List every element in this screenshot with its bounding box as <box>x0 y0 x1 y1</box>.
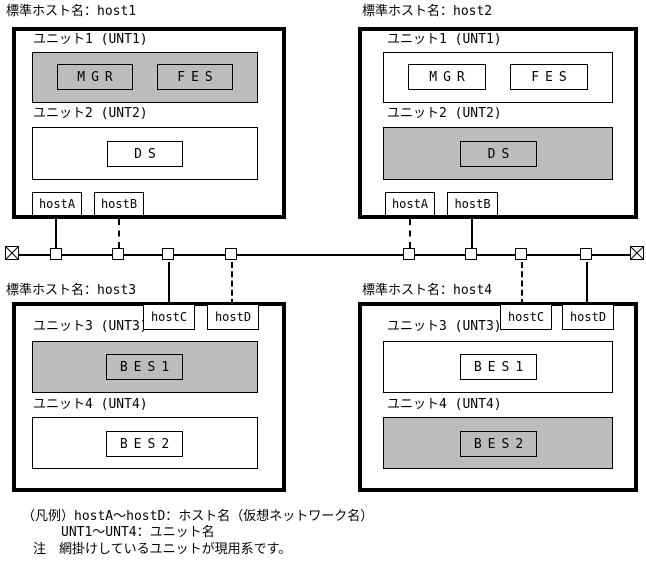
host3-unit4-label: ユニット4 (UNT4) <box>33 397 148 412</box>
network-trunk-line <box>19 254 630 256</box>
host2-title: 標準ホスト名：host2 <box>362 4 493 19</box>
link-host1-hostB-dashed <box>118 219 120 248</box>
host3-server-bes2: BES2 <box>106 431 183 457</box>
network-terminator-left-icon <box>5 246 19 260</box>
network-tap-6 <box>465 248 477 260</box>
legend-note-line: 注 網掛けしているユニットが現用系です。 <box>33 542 292 557</box>
network-tap-1 <box>50 248 62 260</box>
host2-server-mgr: MGR <box>408 64 486 90</box>
host3-port-hostC: hostC <box>143 304 195 330</box>
host3-server-bes1: BES1 <box>106 354 183 380</box>
link-host2-hostB-solid <box>471 219 473 248</box>
host4-port-hostD: hostD <box>562 304 614 330</box>
host2-server-ds: DS <box>460 141 537 167</box>
network-tap-3 <box>162 248 174 260</box>
link-host3-hostC-solid <box>168 262 170 305</box>
link-host1-hostA-solid <box>55 219 57 248</box>
host3-unit3-label: ユニット3 (UNT3) <box>33 319 148 334</box>
host2-unit2-label: ユニット2 (UNT2) <box>387 106 502 121</box>
host3-port-hostD: hostD <box>207 304 259 330</box>
link-host4-hostC-dashed <box>521 262 523 305</box>
host4-port-hostC: hostC <box>500 304 552 330</box>
host4-server-bes2: BES2 <box>460 431 537 457</box>
network-tap-2 <box>112 248 124 260</box>
link-host3-hostD-dashed <box>231 262 233 305</box>
host2-server-fes: FES <box>510 64 588 90</box>
host1-server-ds: DS <box>107 141 183 167</box>
legend-units-line: UNT1～UNT4：ユニット名 <box>61 525 215 540</box>
link-host4-hostD-solid <box>586 262 588 305</box>
network-tap-7 <box>515 248 527 260</box>
link-host2-hostA-dashed <box>409 219 411 248</box>
host1-port-hostB: hostB <box>94 192 144 216</box>
network-terminator-right-icon <box>630 246 644 260</box>
host4-server-bes1: BES1 <box>460 354 537 380</box>
host1-server-fes: FES <box>157 64 233 90</box>
host1-unit1-label: ユニット1 (UNT1) <box>33 32 148 47</box>
host2-unit1-label: ユニット1 (UNT1) <box>387 32 502 47</box>
host1-title: 標準ホスト名：host1 <box>6 4 137 19</box>
network-tap-4 <box>225 248 237 260</box>
host4-unit4-label: ユニット4 (UNT4) <box>387 397 502 412</box>
host1-unit2-label: ユニット2 (UNT2) <box>33 106 148 121</box>
host2-port-hostB: hostB <box>447 192 498 216</box>
host4-title: 標準ホスト名：host4 <box>362 283 493 298</box>
host1-port-hostA: hostA <box>32 192 82 216</box>
host4-unit3-label: ユニット3 (UNT3) <box>387 319 502 334</box>
network-tap-5 <box>403 248 415 260</box>
host1-server-mgr: MGR <box>57 64 133 90</box>
network-tap-8 <box>580 248 592 260</box>
host3-title: 標準ホスト名：host3 <box>6 283 137 298</box>
legend-hosts-line: （凡例）hostA～hostD：ホスト名（仮想ネットワーク名） <box>22 509 374 524</box>
host2-port-hostA: hostA <box>385 192 435 216</box>
